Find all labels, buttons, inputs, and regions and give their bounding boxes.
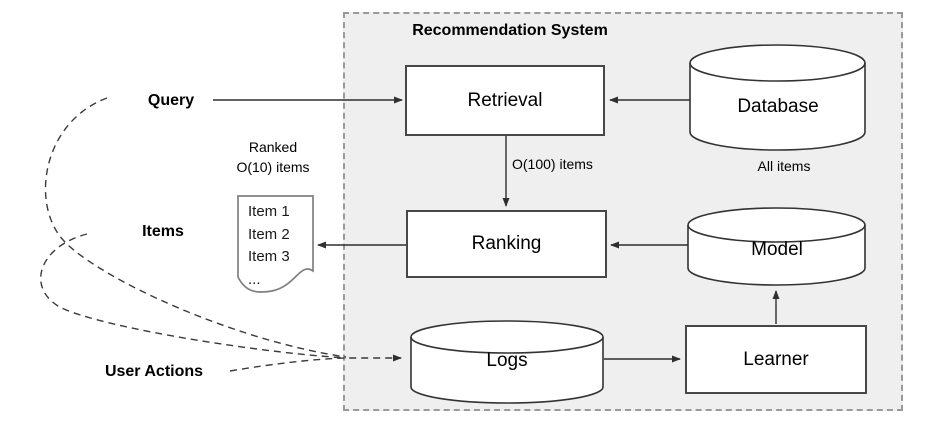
o100-items-edge-label: O(100) items	[512, 156, 593, 172]
ranked-item-ellipsis: ...	[248, 270, 261, 288]
ranked-label-line1: Ranked	[248, 139, 298, 155]
user-actions-label: User Actions	[104, 363, 204, 380]
model-node-label: Model	[751, 239, 803, 260]
ranked-items-list: Item 1 Item 2 Item 3 ...	[248, 201, 290, 291]
query-label: Query	[147, 92, 195, 109]
learner-node: Learner	[685, 325, 867, 394]
ranked-o10-items-label: Ranked O(10) items	[236, 137, 309, 177]
diagram-title: Recommendation System	[412, 22, 608, 39]
retrieval-node: Retrieval	[405, 65, 605, 136]
ranking-node: Ranking	[406, 210, 607, 278]
all-items-edge-label: All items	[757, 158, 811, 174]
ranked-item-2: Item 2	[248, 225, 290, 243]
database-node-label: Database	[737, 96, 819, 117]
items-label: Items	[142, 223, 184, 240]
ranked-item-1: Item 1	[248, 203, 290, 220]
ranked-item-3: Item 3	[248, 248, 290, 265]
logs-node-label: Logs	[486, 350, 528, 371]
ranked-label-line2: O(10) items	[236, 159, 310, 175]
items-feedback-curve	[40, 233, 347, 359]
